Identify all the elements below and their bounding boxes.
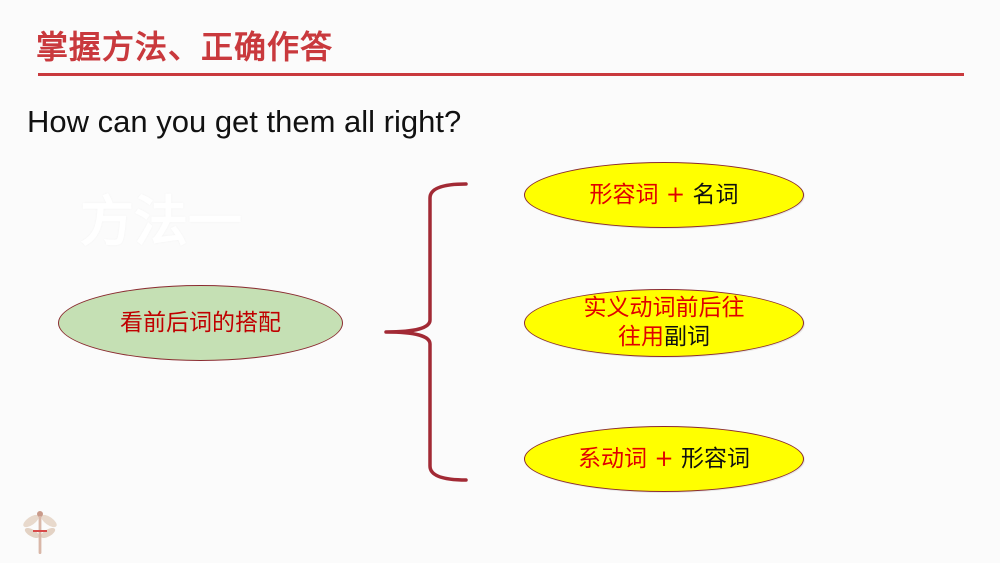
branch-ellipse-verb-adverb: 实义动词前后往 往用副词	[524, 289, 804, 357]
branch-2-black-text: 副词	[664, 324, 710, 350]
branch-ellipse-linking-verb-adjective: 系动词 + 形容词	[524, 426, 804, 492]
question-text: How can you get them all right?	[27, 104, 462, 139]
branch-3-red-text: 系动词	[578, 445, 648, 472]
root-ellipse: 看前后词的搭配	[58, 285, 343, 361]
branch-3-black-text: 形容词	[680, 445, 750, 472]
dragonfly-icon	[23, 511, 57, 554]
branch-2-red-line2: 往用	[618, 324, 664, 350]
branch-1-plus: +	[658, 181, 693, 208]
branch-1-black-text: 名词	[692, 181, 739, 208]
branch-1-red-text: 形容词	[589, 181, 659, 208]
branch-2-red-line1: 实义动词前后往	[583, 295, 745, 322]
title-divider	[38, 73, 964, 76]
root-label: 看前后词的搭配	[120, 309, 281, 336]
branch-ellipse-adjective-noun: 形容词 + 名词	[524, 162, 804, 228]
slide-title: 掌握方法、正确作答	[36, 28, 334, 66]
branch-3-plus: +	[647, 445, 681, 472]
watermark-text: 方法一	[80, 190, 242, 253]
